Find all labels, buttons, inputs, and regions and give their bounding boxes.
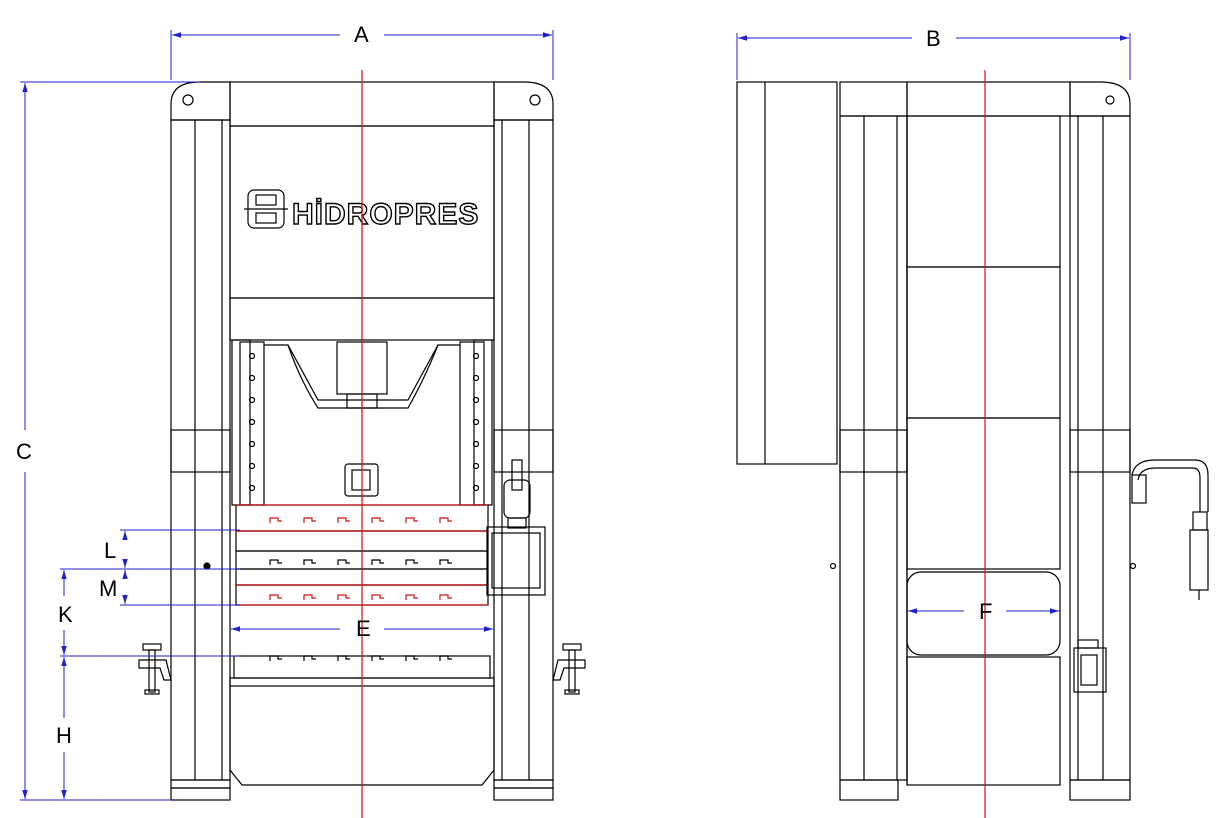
t-slot <box>405 517 418 523</box>
t-slot <box>439 517 452 523</box>
dim-label-h: H <box>56 723 72 748</box>
hydraulic-unit <box>736 81 838 465</box>
gib-bolt <box>248 352 256 360</box>
dim-label-e: E <box>356 616 371 641</box>
gib-bolt <box>472 352 480 360</box>
t-slot <box>337 594 350 600</box>
t-slot <box>439 655 452 661</box>
t-slot <box>439 559 452 565</box>
leveling-foot-icon <box>1073 639 1107 693</box>
dim-label-a: A <box>354 22 369 47</box>
brand-logo-text: HİDROPRES <box>292 198 479 231</box>
t-slot <box>405 594 418 600</box>
dim-label-b: B <box>926 26 941 51</box>
dim-label-l: L <box>104 538 116 563</box>
t-slot <box>405 559 418 565</box>
center-lines <box>361 70 986 818</box>
gib-bolt <box>472 440 480 448</box>
control-pendant-icon <box>1131 459 1209 600</box>
t-slot <box>439 594 452 600</box>
t-slot <box>269 594 282 600</box>
gib-bolt <box>248 462 256 470</box>
leveling-foot-icon <box>138 643 172 695</box>
dim-label-m: M <box>99 576 117 601</box>
side-view <box>736 81 1209 801</box>
dimension-labels: A B C E F L M K H <box>16 22 992 748</box>
t-slot <box>303 655 316 661</box>
t-slot <box>371 559 384 565</box>
gib-bolt <box>248 418 256 426</box>
gib-bolt <box>472 484 480 492</box>
t-slot <box>303 517 316 523</box>
control-pendant-icon <box>486 459 546 596</box>
t-slot <box>303 559 316 565</box>
dimension-lines <box>20 30 1131 801</box>
t-slot <box>269 559 282 565</box>
t-slot <box>337 517 350 523</box>
left-column <box>170 81 231 801</box>
t-slot <box>337 559 350 565</box>
gib-bolt <box>248 484 256 492</box>
gib-bolts <box>248 352 480 492</box>
t-slot <box>269 655 282 661</box>
t-slot <box>337 655 350 661</box>
right-column <box>493 81 554 801</box>
t-slot <box>371 594 384 600</box>
slide-ram <box>231 339 493 506</box>
leveling-foot-icon <box>552 643 586 695</box>
t-slot <box>405 655 418 661</box>
gib-bolt <box>472 374 480 382</box>
t-slot <box>371 517 384 523</box>
side-frame <box>839 81 1131 801</box>
dim-label-k: K <box>58 602 73 627</box>
hidropres-logo-icon <box>244 189 288 229</box>
gib-bolt <box>248 374 256 382</box>
gib-bolt <box>472 396 480 404</box>
t-slot <box>371 655 384 661</box>
gib-bolt <box>472 462 480 470</box>
dim-label-c: C <box>16 439 32 464</box>
dim-label-f: F <box>979 599 992 624</box>
t-slot <box>269 517 282 523</box>
gib-bolt <box>248 396 256 404</box>
t-slot <box>303 594 316 600</box>
gib-bolt <box>472 418 480 426</box>
gib-bolt <box>248 440 256 448</box>
